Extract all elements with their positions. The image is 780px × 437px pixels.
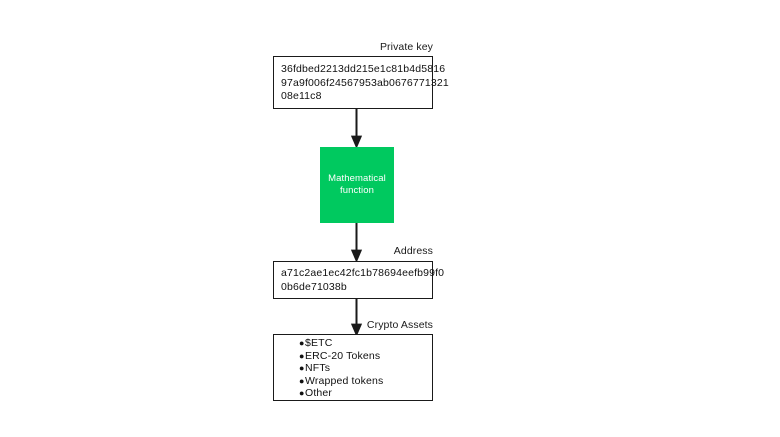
crypto-assets-label: Crypto Assets: [366, 319, 433, 331]
bullet-icon: ●: [299, 350, 305, 361]
address-box: [273, 261, 433, 299]
crypto-asset-name: Other: [305, 387, 333, 400]
bullet-icon: ●: [299, 363, 305, 374]
private-key-value: 36fdbed2213dd215e1c81b4d5816 97a9f006f24…: [281, 63, 449, 102]
list-item: ●$ETC: [281, 337, 431, 350]
crypto-asset-name: NFTs: [305, 362, 331, 375]
mathematical-function-box: Mathematical function: [320, 147, 394, 223]
address-label: Address: [393, 245, 433, 257]
list-item: ●ERC-20 Tokens: [281, 350, 431, 363]
bullet-icon: ●: [299, 338, 305, 348]
list-item: ●Wrapped tokens: [281, 375, 431, 388]
crypto-asset-name: ERC-20 Tokens: [305, 349, 381, 362]
crypto-assets-box: [273, 334, 433, 401]
private-key-box: [273, 56, 433, 109]
crypto-asset-name: $ETC: [305, 337, 333, 349]
crypto-asset-name: Wrapped tokens: [305, 374, 384, 387]
bullet-icon: ●: [299, 388, 305, 399]
mathematical-function-label: Mathematical function: [328, 172, 386, 197]
crypto-assets-list: ●$ETC●ERC-20 Tokens●NFTs●Wrapped tokens●…: [281, 337, 431, 400]
address-value: a71c2ae1ec42fc1b78694eefb99f0 0b6de71038…: [281, 267, 445, 293]
list-item: ●NFTs: [281, 362, 431, 375]
private-key-label: Private key: [379, 41, 433, 53]
list-item: ●Other: [281, 387, 431, 400]
bullet-icon: ●: [299, 375, 305, 386]
